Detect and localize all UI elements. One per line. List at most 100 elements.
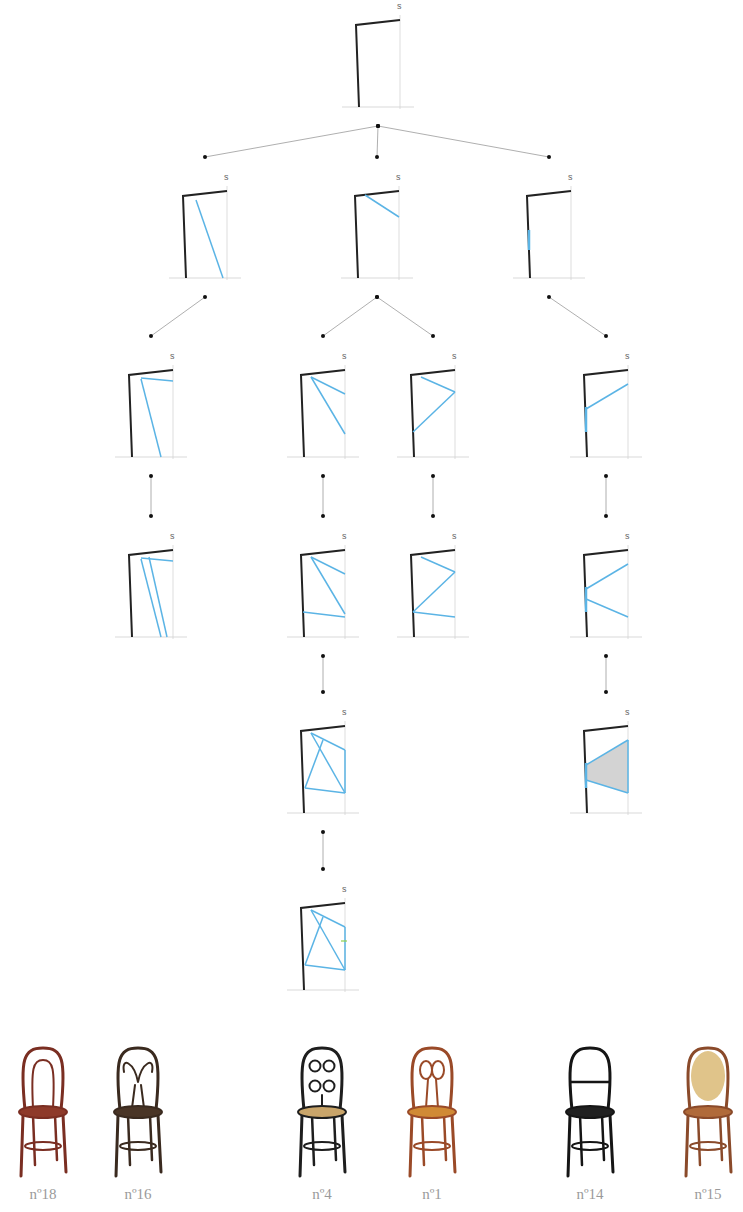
brace-line	[311, 733, 345, 793]
tree-connector	[377, 297, 433, 336]
chair-ring	[414, 1142, 450, 1150]
symmetry-axis	[173, 365, 174, 459]
brace-line	[586, 564, 628, 589]
sketch-node: s	[576, 336, 636, 476]
frame-profile	[584, 550, 628, 637]
brace-line	[586, 740, 628, 765]
sketch-node: s	[576, 516, 636, 656]
frame-sketch	[397, 545, 469, 639]
chair-part	[33, 1115, 35, 1165]
brace-line	[311, 910, 345, 970]
connector-dot	[375, 155, 379, 159]
tree-connector	[606, 476, 607, 516]
tree-connector	[377, 126, 378, 157]
chair-scroll	[310, 1061, 321, 1072]
chair-part	[23, 1048, 63, 1110]
chair-part	[312, 1115, 314, 1165]
brace-line	[303, 612, 345, 617]
ground-line	[287, 990, 359, 991]
chair-part	[32, 1060, 53, 1108]
chair-loop	[420, 1061, 432, 1079]
tree-connector	[323, 656, 324, 692]
symmetry-axis	[399, 186, 400, 280]
filled-panel	[586, 740, 628, 793]
sketch-node: s	[293, 869, 353, 1009]
frame-sketch	[115, 545, 187, 639]
sketch-node: s	[519, 157, 579, 297]
sketch-node: s	[576, 692, 636, 832]
frame-sketch	[570, 545, 642, 639]
sketch-node: s	[403, 516, 463, 656]
chair-photo	[114, 1048, 162, 1176]
brace-line	[585, 763, 588, 788]
brace-line	[305, 965, 345, 970]
brace-line	[586, 384, 628, 409]
connector-dot	[321, 867, 325, 871]
symmetry-axis	[345, 365, 346, 459]
chair-photo	[684, 1048, 732, 1176]
chair-part	[342, 1115, 345, 1172]
chair-number: nº16	[124, 1186, 151, 1203]
tree-connector	[323, 832, 324, 869]
chair-part	[610, 1115, 613, 1172]
chair-ring	[690, 1142, 726, 1150]
chair-part	[568, 1115, 570, 1176]
chair-part	[444, 1115, 446, 1160]
chair-part	[426, 1079, 438, 1108]
brace-line	[421, 557, 455, 572]
frame-sketch	[287, 721, 359, 815]
symmetry-axis	[571, 186, 572, 280]
connector-dot	[431, 514, 435, 518]
frame-profile	[584, 726, 628, 813]
brace-line	[528, 230, 531, 250]
frame-profile	[129, 550, 173, 637]
chair-seat	[114, 1106, 162, 1118]
chair-seat	[19, 1106, 67, 1118]
frame-sketch	[341, 186, 413, 280]
frame-sketch	[570, 365, 642, 459]
chair-loop	[432, 1061, 444, 1079]
chair-part	[412, 1048, 452, 1110]
connector-dot	[604, 690, 608, 694]
brace-line	[585, 407, 588, 432]
frame-profile	[411, 370, 455, 457]
ground-line	[341, 278, 413, 279]
chair-number: nº14	[576, 1186, 603, 1203]
connector-dot	[376, 124, 380, 128]
connector-dot	[376, 124, 380, 128]
frame-sketch	[287, 365, 359, 459]
chair-part	[132, 1085, 144, 1108]
ground-line	[513, 278, 585, 279]
chair-seat	[408, 1106, 456, 1118]
connector-dot	[375, 295, 379, 299]
chair-part	[580, 1115, 582, 1165]
tree-connector	[151, 476, 152, 516]
symmetry-axis	[345, 545, 346, 639]
frame-profile	[183, 191, 227, 278]
axis-label: s	[452, 352, 457, 361]
connector-dot	[375, 295, 379, 299]
brace-line	[421, 377, 455, 392]
chair-number: nº15	[694, 1186, 721, 1203]
chair-photo	[566, 1048, 614, 1176]
chair-part	[728, 1115, 731, 1172]
brace-line	[196, 200, 223, 278]
axis-label: s	[397, 2, 402, 11]
frame-profile	[301, 726, 345, 813]
chair-ring	[304, 1142, 340, 1150]
chair-part	[686, 1115, 688, 1176]
chair-part	[116, 1115, 118, 1176]
connector-dot	[431, 474, 435, 478]
chair-part	[571, 1081, 609, 1084]
chair-number: nº18	[29, 1186, 56, 1203]
chair-photo	[19, 1048, 67, 1176]
symmetry-axis	[173, 545, 174, 639]
brace-line	[413, 572, 455, 612]
axis-label: s	[170, 532, 175, 541]
frame-sketch	[115, 365, 187, 459]
tree-connector	[151, 297, 205, 336]
frame-profile	[527, 191, 571, 278]
chair-scroll	[310, 1081, 321, 1092]
